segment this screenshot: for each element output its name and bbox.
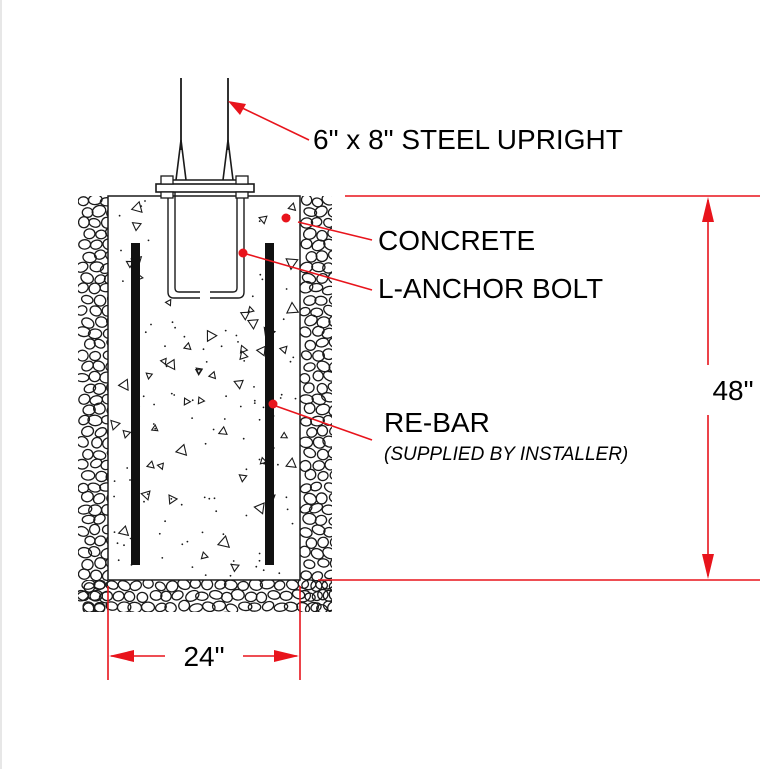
width-value: 24" (183, 641, 224, 672)
rebar-note: (SUPPLIED BY INSTALLER) (384, 444, 628, 465)
anchor-leader (242, 252, 373, 291)
anchor-label: L-ANCHOR BOLT (378, 273, 603, 304)
leader-markers (228, 101, 291, 409)
upright-label: 6" x 8" STEEL UPRIGHT (313, 124, 623, 155)
leaders (235, 104, 373, 441)
steel-upright (168, 78, 240, 181)
concrete-leader (297, 221, 373, 241)
rebar-dot (268, 399, 278, 409)
upright-leader (235, 104, 310, 141)
depth-arrowheads (702, 197, 714, 579)
base-plate (155, 175, 255, 199)
rebar-left (131, 243, 140, 565)
depth-value: 48" (712, 375, 753, 406)
rebar-label: RE-BAR (384, 407, 490, 438)
anchor-dot (238, 248, 248, 258)
concrete-label: CONCRETE (378, 225, 535, 256)
upright-arrowhead (228, 101, 246, 115)
rebar-leader (272, 404, 373, 441)
width-arrowheads (109, 650, 299, 662)
concrete-dot (281, 213, 291, 223)
depth-dimension (318, 195, 760, 581)
l-anchor-bolt (167, 190, 245, 299)
